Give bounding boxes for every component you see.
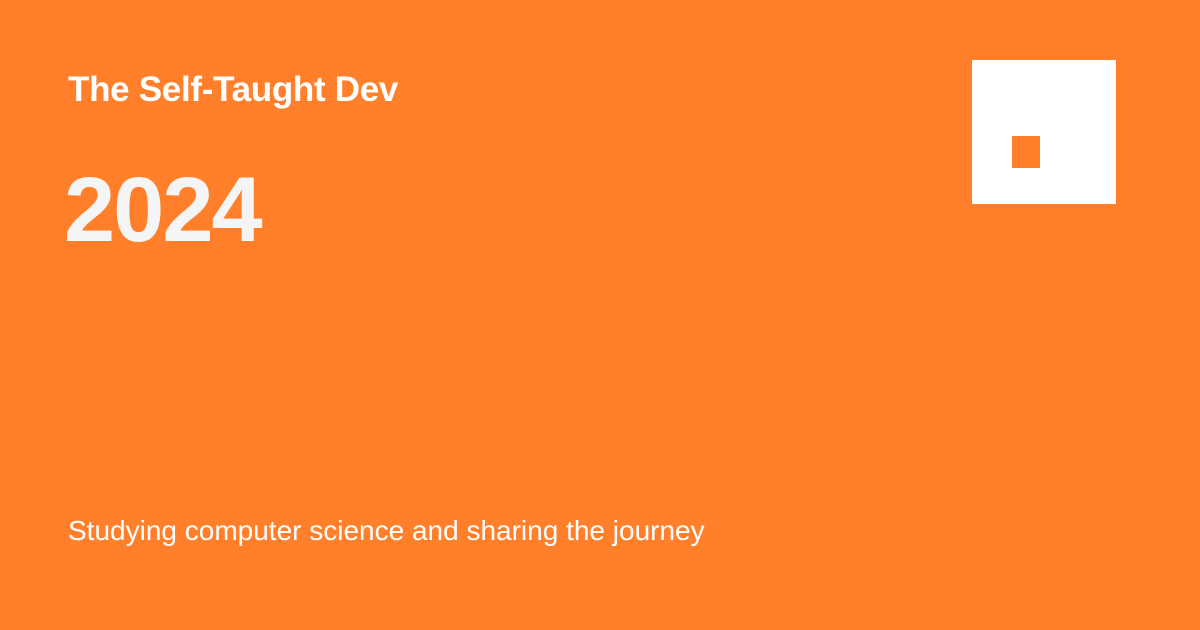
square-corner-logo-icon <box>972 60 1116 204</box>
site-title: The Self-Taught Dev <box>68 70 399 109</box>
year-heading: 2024 <box>64 159 263 261</box>
tagline: Studying computer science and sharing th… <box>68 515 705 546</box>
